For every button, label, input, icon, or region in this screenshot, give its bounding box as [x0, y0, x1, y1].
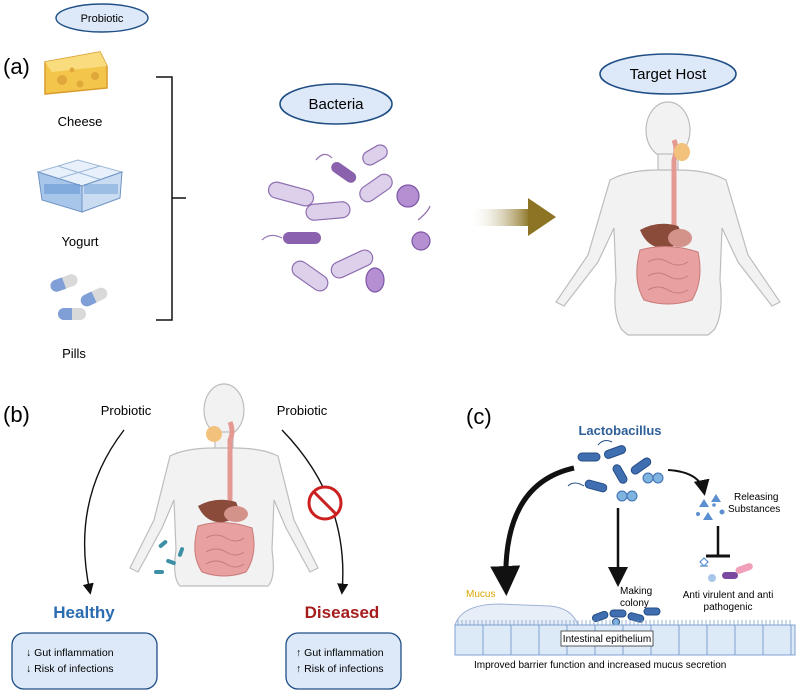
panel-c-label: (c) — [466, 404, 492, 429]
healthy-item-gut: ↓ Gut inflammation — [26, 647, 114, 659]
pills-icon — [50, 274, 108, 320]
source-label-cheese: Cheese — [58, 114, 103, 129]
epithelium-label-box — [560, 630, 654, 647]
epithelium-label: Intestinal epithelium — [563, 634, 651, 645]
arrow-to-mucus — [490, 465, 575, 596]
bacteria-label: Bacteria — [308, 96, 364, 113]
probiotic-pill-shape — [55, 3, 149, 33]
probiotic-pill-label: Probiotic — [81, 13, 124, 25]
diseased-title: Diseased — [305, 603, 380, 622]
sources-bracket — [156, 76, 186, 321]
releasing-label: Releasing — [734, 492, 778, 503]
epithelium-layer — [454, 620, 796, 656]
substances-icon — [696, 494, 725, 520]
source-label-yogurt: Yogurt — [61, 234, 98, 249]
lactobacillus-cluster-icon — [567, 440, 664, 502]
arrow-to-healthy — [82, 429, 125, 595]
arrow-to-substances — [667, 469, 710, 496]
diseased-item-gut: ↑ Gut inflammation — [296, 647, 384, 659]
target-host-body-icon — [555, 101, 781, 336]
bacteria-cluster-icon — [261, 132, 436, 304]
making-colony-label-2: colony — [620, 598, 649, 609]
source-label-pills: Pills — [62, 346, 86, 361]
healthy-box — [11, 632, 158, 690]
target-host-label: Target Host — [630, 66, 708, 83]
mucus-label: Mucus — [466, 589, 495, 600]
cheese-icon — [44, 51, 108, 95]
prohibited-icon — [307, 485, 343, 521]
healthy-title: Healthy — [53, 603, 115, 622]
diseased-box — [285, 632, 402, 690]
panel-b-label: (b) — [3, 402, 30, 427]
panel-a-label: (a) — [3, 54, 30, 79]
bacteria-label-shape — [279, 83, 393, 125]
barrier-caption: Improved barrier function and increased … — [474, 660, 726, 671]
anti-pathogenic-label-2: pathogenic — [704, 602, 753, 613]
anti-pathogenic-label: Anti virulent and anti — [683, 590, 774, 601]
pathogens-icon — [699, 557, 753, 582]
healthy-item-infections: ↓ Risk of infections — [26, 663, 114, 675]
yogurt-icon — [36, 159, 124, 213]
host-body-icon — [129, 383, 319, 587]
probiotic-right-label: Probiotic — [277, 403, 328, 418]
target-host-label-shape — [599, 53, 737, 95]
substances-label: Substances — [728, 504, 780, 515]
mucus-layer — [454, 603, 579, 626]
diseased-item-infections: ↑ Risk of infections — [296, 663, 384, 675]
probiotic-left-label: Probiotic — [101, 403, 152, 418]
gold-arrow-icon — [468, 198, 556, 236]
lactobacillus-label: Lactobacillus — [578, 423, 661, 438]
making-colony-label: Making — [620, 586, 652, 597]
